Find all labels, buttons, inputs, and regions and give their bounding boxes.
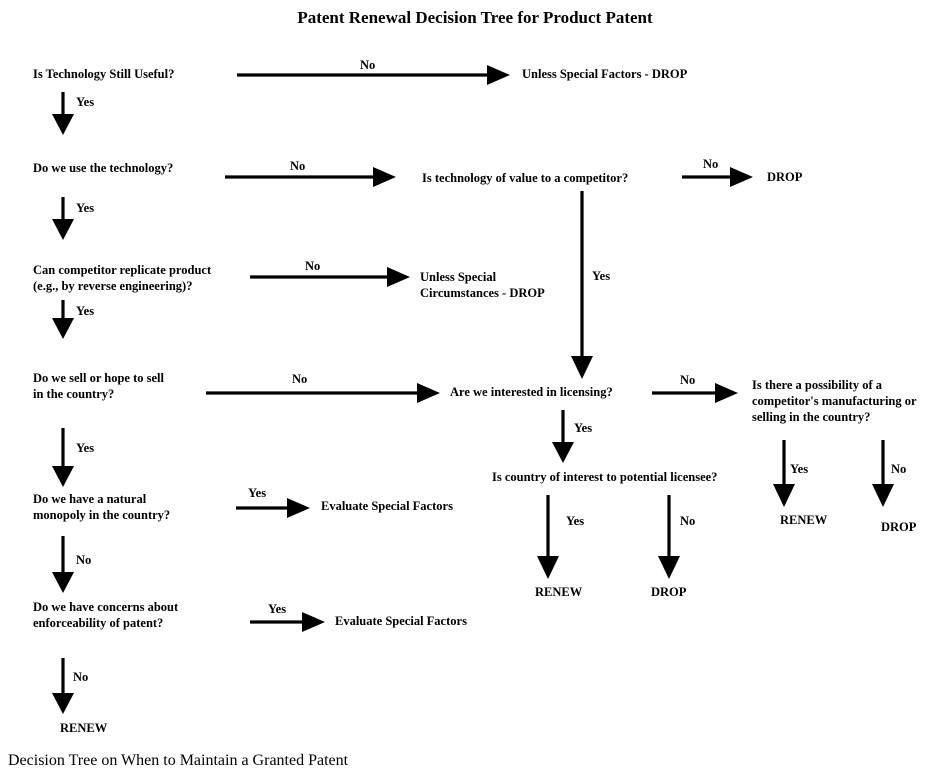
question-value-to-competitor: Is technology of value to a competitor? [422, 171, 629, 185]
arrow-possibility-no [872, 440, 894, 507]
edge-label-q6-no: No [73, 670, 89, 684]
result-unless-special-factors-drop: Unless Special Factors - DROP [522, 67, 688, 81]
question-technology-useful: Is Technology Still Useful? [33, 67, 175, 81]
diagram-title: Patent Renewal Decision Tree for Product… [297, 8, 653, 27]
result-unless-special-circumstances-line1: Unless Special [420, 270, 497, 284]
question-enforceability-line2: enforceability of patent? [33, 616, 164, 630]
arrow-q5-no [52, 536, 74, 593]
arrow-q3-no [250, 267, 410, 287]
question-monopoly-line1: Do we have a natural [33, 492, 147, 506]
edge-label-q3-yes: Yes [76, 304, 95, 318]
arrow-licensee-yes [537, 495, 559, 579]
question-sell-line1: Do we sell or hope to sell [33, 371, 165, 385]
edge-label-q1-yes: Yes [76, 95, 95, 109]
arrow-q1-yes [52, 92, 74, 135]
arrow-q6-yes [250, 612, 325, 632]
arrow-licensing-no [652, 383, 738, 403]
question-possibility-line3: selling in the country? [752, 410, 871, 424]
edge-label-q1-no: No [360, 58, 376, 72]
result-evaluate-special-factors-q5: Evaluate Special Factors [321, 499, 453, 513]
arrow-q6-no [52, 658, 74, 714]
result-evaluate-special-factors-q6: Evaluate Special Factors [335, 614, 467, 628]
question-replicate-line2: (e.g., by reverse engineering)? [33, 279, 193, 293]
edge-label-q4-no: No [292, 372, 308, 386]
edge-label-licensing-yes: Yes [574, 421, 593, 435]
arrow-q1-no [237, 65, 510, 85]
arrow-q4-yes [52, 428, 74, 487]
arrow-q3-yes [52, 300, 74, 339]
result-renew-final: RENEW [60, 721, 108, 735]
edge-label-competitor-yes: Yes [592, 269, 611, 283]
arrow-q2-no [225, 167, 396, 187]
arrow-q5-yes [236, 498, 310, 518]
question-licensee: Is country of interest to potential lice… [492, 470, 718, 484]
question-monopoly-line2: monopoly in the country? [33, 508, 171, 522]
result-drop-possibility: DROP [881, 520, 917, 534]
edge-label-licensing-no: No [680, 373, 696, 387]
arrow-competitor-yes [571, 191, 593, 379]
result-renew-licensee: RENEW [535, 585, 583, 599]
edge-label-possibility-yes: Yes [790, 462, 809, 476]
result-unless-special-circumstances-line2: Circumstances - DROP [420, 286, 545, 300]
question-replicate-line1: Can competitor replicate product [33, 263, 212, 277]
result-renew-possibility: RENEW [780, 513, 828, 527]
question-licensing: Are we interested in licensing? [450, 385, 613, 399]
arrow-licensing-yes [552, 410, 574, 463]
question-possibility-line1: Is there a possibility of a [752, 378, 882, 392]
edge-label-q6-yes: Yes [268, 602, 287, 616]
edge-label-licensee-yes: Yes [566, 514, 585, 528]
edge-label-q3-no: No [305, 259, 321, 273]
edge-label-possibility-no: No [891, 462, 907, 476]
edge-label-licensee-no: No [680, 514, 696, 528]
edge-label-q2-yes: Yes [76, 201, 95, 215]
result-drop-competitor: DROP [767, 170, 803, 184]
result-drop-licensee: DROP [651, 585, 687, 599]
question-sell-line2: in the country? [33, 387, 115, 401]
edge-label-q5-no: No [76, 553, 92, 567]
question-enforceability-line1: Do we have concerns about [33, 600, 179, 614]
arrow-q4-no [206, 383, 440, 403]
arrow-possibility-yes [773, 440, 795, 507]
arrow-q2-yes [52, 197, 74, 240]
edge-label-q2-no: No [290, 159, 306, 173]
arrow-licensee-no [658, 495, 680, 579]
edge-label-competitor-no: No [703, 157, 719, 171]
figure-caption: Decision Tree on When to Maintain a Gran… [8, 752, 349, 769]
arrow-competitor-no [682, 167, 753, 187]
question-use-technology: Do we use the technology? [33, 161, 174, 175]
edge-label-q5-yes: Yes [248, 486, 267, 500]
question-possibility-line2: competitor's manufacturing or [752, 394, 917, 408]
edge-label-q4-yes: Yes [76, 441, 95, 455]
